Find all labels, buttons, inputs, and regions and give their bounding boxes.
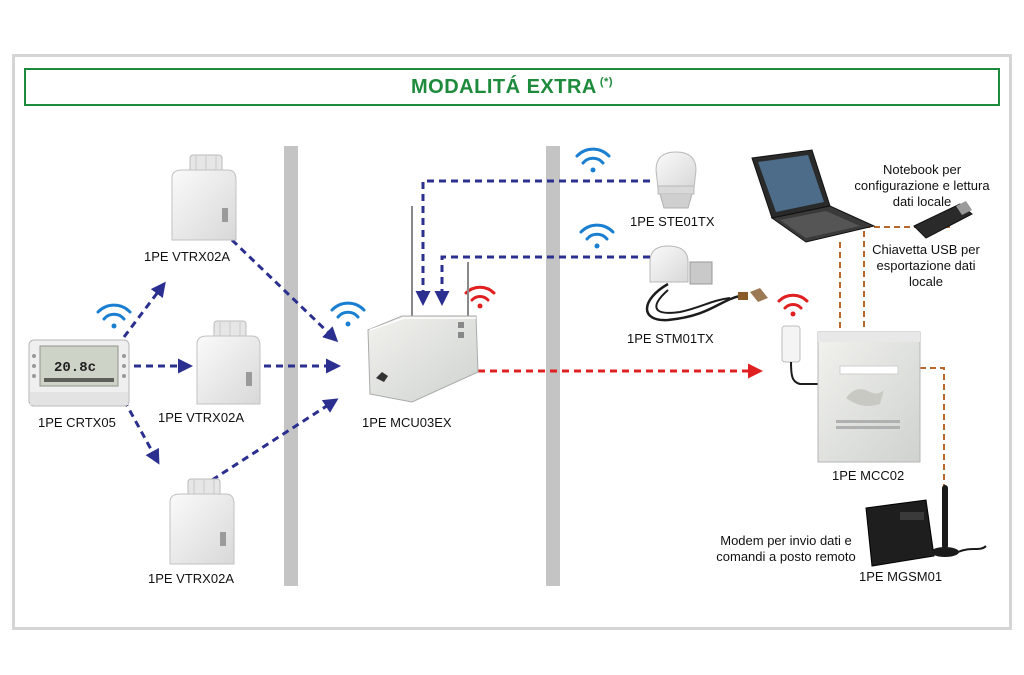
link-ste-to-mcu bbox=[415, 179, 650, 306]
central-unit-image bbox=[367, 206, 479, 403]
note-usb-line-3: locale bbox=[909, 274, 943, 289]
svg-text:20.8c: 20.8c bbox=[54, 360, 96, 376]
note-modem-line-1: Modem per invio dati e bbox=[720, 533, 852, 548]
note-usb-line-2: esportazione dati bbox=[876, 258, 976, 273]
link-vtrx-bot-to-mcu bbox=[211, 398, 339, 482]
wifi-icon-mcc bbox=[777, 293, 809, 317]
outdoor-sensor-image bbox=[655, 151, 697, 209]
title-box: MODALITÁ EXTRA(*) bbox=[24, 68, 1000, 106]
valve-actuator-bottom-image bbox=[169, 478, 235, 565]
wifi-icon-mcu-out bbox=[464, 285, 496, 309]
note-notebook-line-2: configurazione e lettura bbox=[854, 178, 990, 193]
label-mcc02: 1PE MCC02 bbox=[832, 468, 905, 483]
label-crtx05: 1PE CRTX05 bbox=[38, 415, 116, 430]
note-notebook-line-1: Notebook per bbox=[882, 162, 962, 177]
link-crtx-to-vtrx-bot bbox=[122, 399, 160, 465]
note-usb: Chiavetta USB per esportazione dati loca… bbox=[866, 242, 986, 290]
wifi-icon-stm bbox=[579, 223, 615, 249]
notebook-image bbox=[751, 149, 876, 243]
valve-actuator-top-image bbox=[171, 154, 237, 241]
control-box-image bbox=[817, 331, 921, 463]
page-title: MODALITÁ EXTRA(*) bbox=[411, 75, 613, 98]
valve-actuator-middle-image bbox=[196, 320, 261, 405]
label-stm01tx: 1PE STM01TX bbox=[627, 331, 714, 346]
wifi-icon-mcu-in bbox=[330, 301, 366, 327]
note-usb-line-1: Chiavetta USB per bbox=[872, 242, 980, 257]
label-vtrx-top: 1PE VTRX02A bbox=[144, 249, 230, 264]
label-mcu03ex: 1PE MCU03EX bbox=[362, 415, 452, 430]
link-stm-to-mcu bbox=[434, 255, 650, 306]
label-ste01tx: 1PE STE01TX bbox=[630, 214, 715, 229]
wifi-icon-crtx bbox=[96, 303, 132, 329]
label-vtrx-bottom: 1PE VTRX02A bbox=[148, 571, 234, 586]
pipe-sensor-image bbox=[645, 245, 768, 322]
note-notebook-line-3: dati locale bbox=[892, 194, 952, 209]
note-notebook: Notebook per configurazione e lettura da… bbox=[852, 162, 992, 210]
note-modem-line-2: comandi a posto remoto bbox=[716, 549, 856, 564]
title-footnote: (*) bbox=[599, 75, 613, 88]
wifi-icon-ste bbox=[575, 147, 611, 173]
label-vtrx-middle: 1PE VTRX02A bbox=[158, 410, 244, 425]
mcc-antenna-image bbox=[781, 325, 818, 385]
usb-stick-image bbox=[913, 201, 973, 239]
note-modem: Modem per invio dati e comandi a posto r… bbox=[706, 533, 866, 565]
wire-mcc-to-modem bbox=[920, 367, 945, 495]
link-vtrx-top-to-mcu bbox=[230, 238, 339, 343]
gsm-modem-image bbox=[865, 485, 987, 567]
thermostat-device-image: 20.8c bbox=[28, 339, 130, 407]
label-mgsm01: 1PE MGSM01 bbox=[859, 569, 943, 584]
